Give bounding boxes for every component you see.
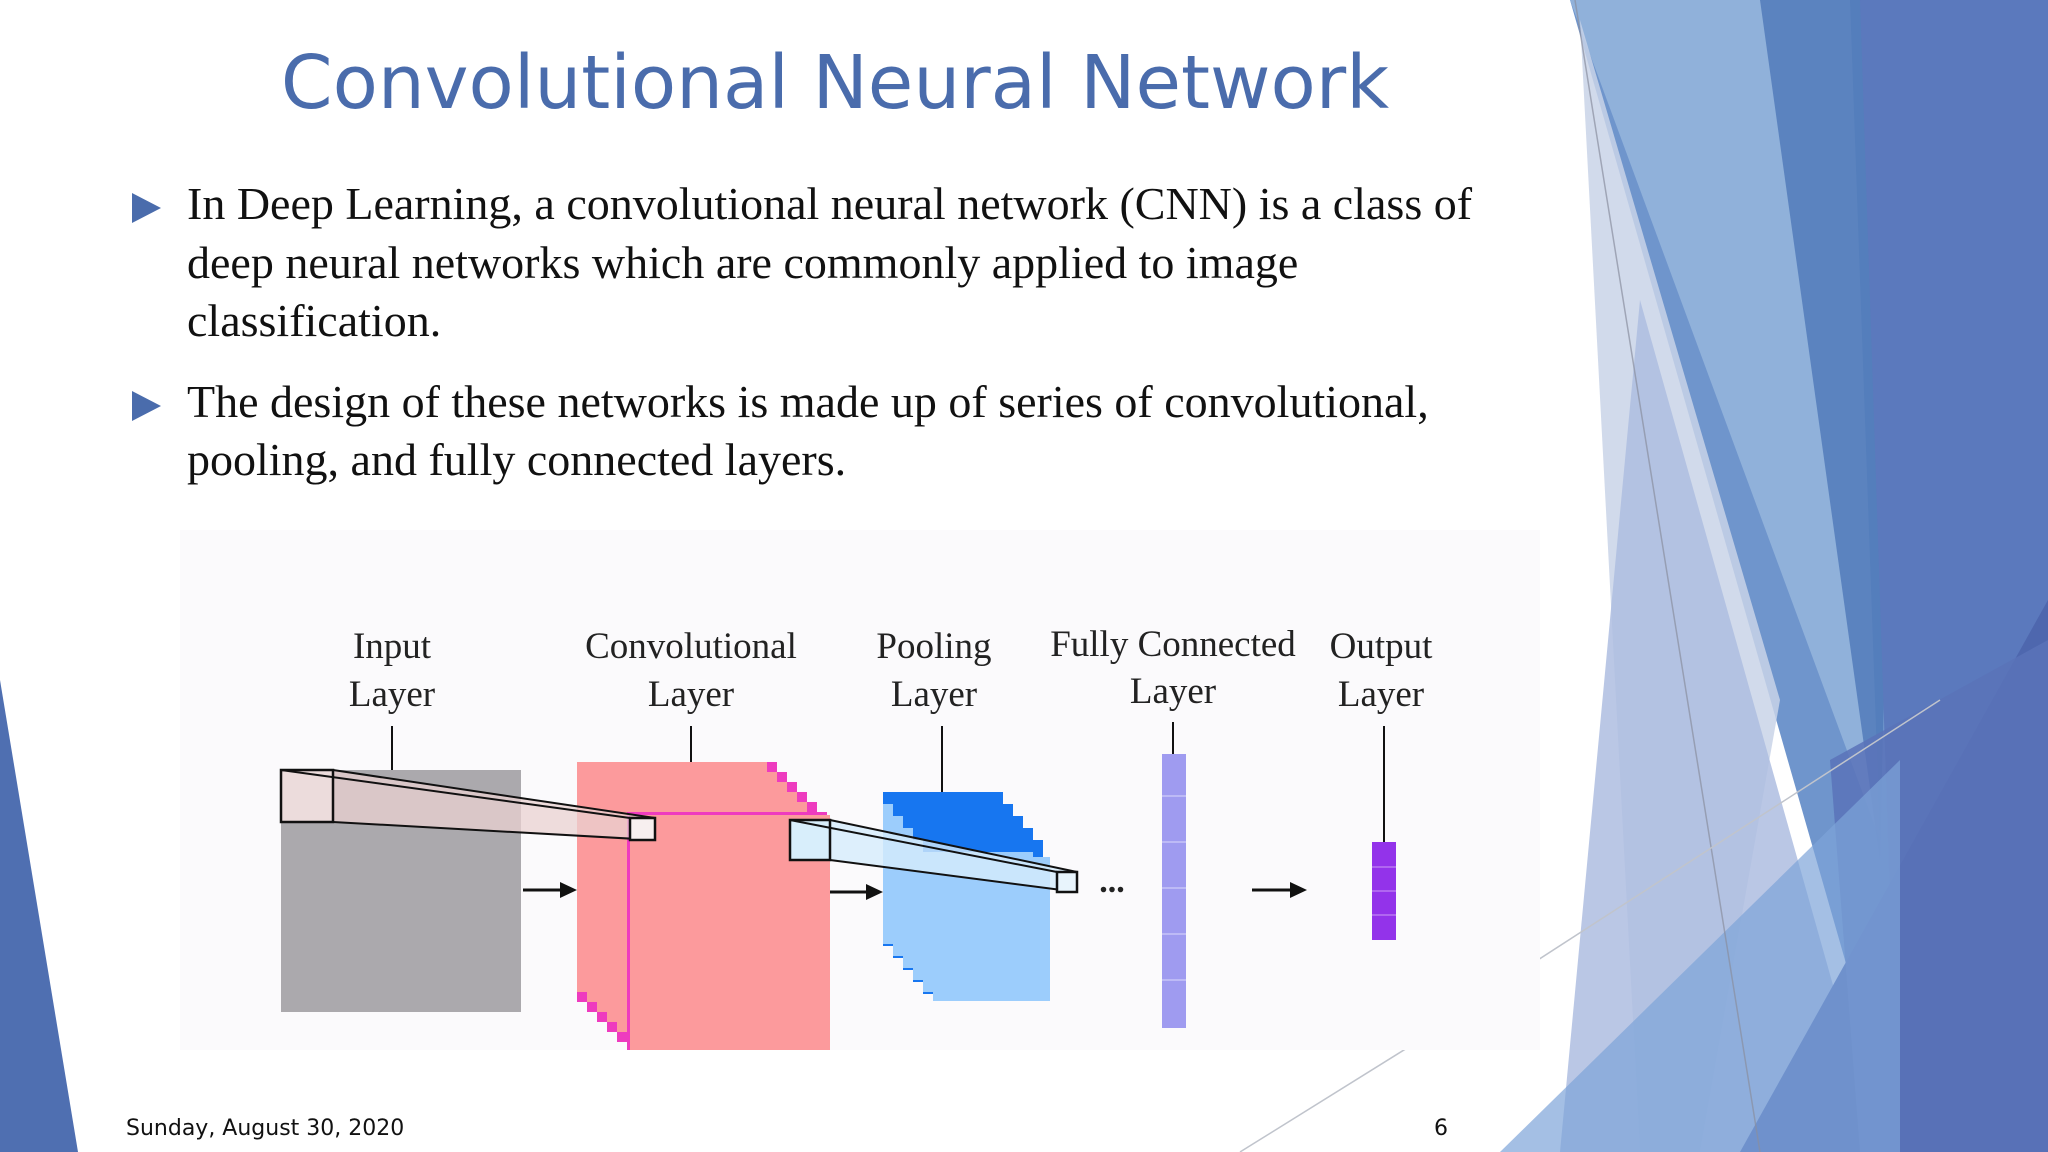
conv-output-cell <box>628 816 657 842</box>
page-number: 6 <box>1434 1116 1448 1141</box>
output-layer-label-line2: Layer <box>1338 674 1424 715</box>
input-projection-line-left <box>280 769 631 819</box>
thin-diagonal-line-2 <box>1239 1039 1421 1152</box>
conv-receptive-field-projection <box>790 820 1077 892</box>
bullet-item: In Deep Learning, a convolutional neural… <box>130 175 1550 351</box>
conv-projection-line-left <box>789 819 1058 873</box>
fc-layer-label-line1: Fully Connected <box>1050 624 1296 665</box>
pool-output-cell <box>1055 870 1079 894</box>
arrow-input-to-conv-head <box>560 882 577 898</box>
footer-date: Sunday, August 30, 2020 <box>126 1116 405 1141</box>
fc-layer-label-line2: Layer <box>1130 671 1216 712</box>
left-accent-shape <box>0 680 78 1152</box>
fc-layer-column <box>1162 754 1186 1028</box>
cnn-diagram-svg: Input Layer Convolutional Layer Pooling … <box>279 624 1434 1050</box>
slide-title: Convolutional Neural Network <box>280 40 1390 126</box>
input-layer-label-line2: Layer <box>349 674 435 715</box>
input-receptive-field <box>279 768 335 824</box>
input-layer-label-line1: Input <box>353 626 432 667</box>
right-panel-dark-strip <box>1760 0 1900 860</box>
arrow-conv-to-pool-head <box>866 884 883 900</box>
arrow-fc-to-output-head <box>1290 882 1307 898</box>
bottom-blue-wedge <box>1500 760 1900 1152</box>
input-projection-line-top <box>332 769 656 819</box>
bullet-arrow-icon <box>132 193 161 223</box>
conv-layer-label-line2: Layer <box>648 674 734 715</box>
conv-layer-label-line1: Convolutional <box>585 626 797 667</box>
cnn-diagram: Input Layer Convolutional Layer Pooling … <box>180 530 1540 1050</box>
input-receptive-field-projection <box>281 770 655 840</box>
pooling-layer-label-line2: Layer <box>891 674 977 715</box>
output-layer-label-line1: Output <box>1330 626 1434 667</box>
bullet-text: The design of these networks is made up … <box>187 375 1429 486</box>
ellipsis-label: ... <box>1099 863 1125 900</box>
input-projection-line-bottom <box>332 821 656 841</box>
conv-projection-line-bottom <box>829 859 1078 893</box>
bullet-arrow-icon <box>132 390 161 421</box>
conv-projection-line-top <box>829 819 1078 873</box>
pooling-layer-label-line1: Pooling <box>876 626 991 667</box>
bullet-item: The design of these networks is made up … <box>130 373 1550 490</box>
thin-diagonal-line-1 <box>1574 0 1761 1152</box>
bullet-text: In Deep Learning, a convolutional neural… <box>187 178 1473 346</box>
bullet-list: In Deep Learning, a convolutional neural… <box>130 175 1550 512</box>
